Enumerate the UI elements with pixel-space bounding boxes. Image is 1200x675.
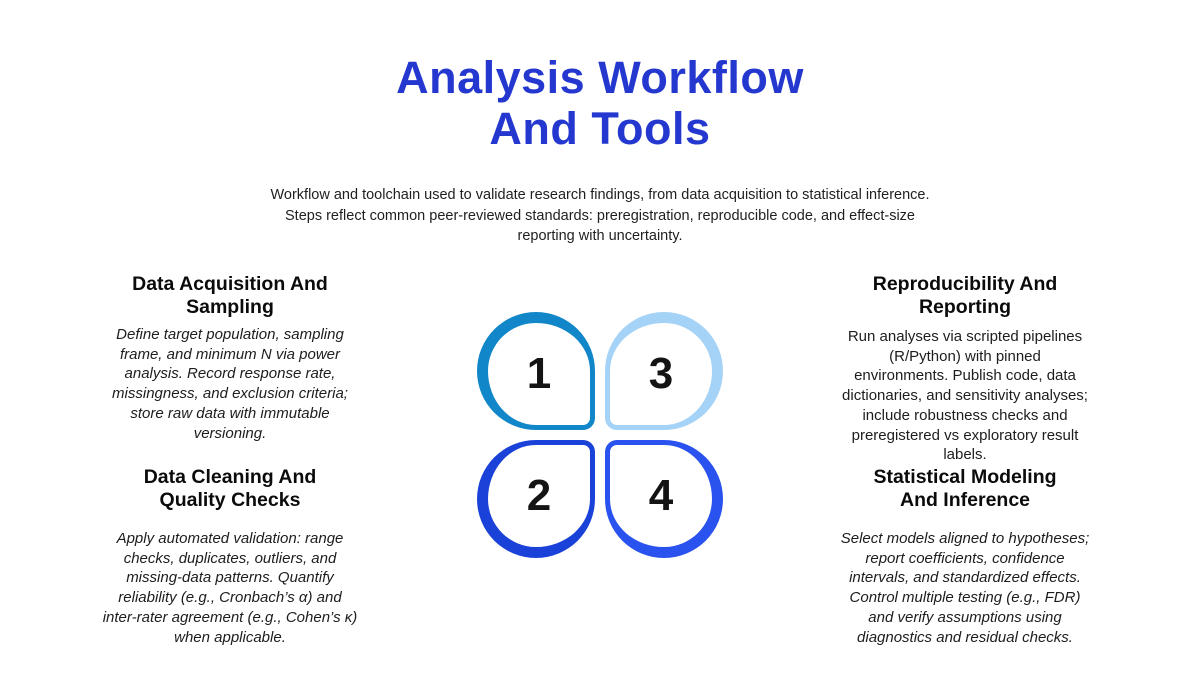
step-3-block: Reproducibility And Reporting Run analys…: [790, 273, 1140, 465]
step-2-heading: Data Cleaning And Quality Checks: [143, 466, 317, 511]
step-2-block: Data Cleaning And Quality Checks Apply a…: [55, 466, 405, 647]
step-1-body: Define target population, sampling frame…: [112, 326, 348, 442]
step-4-body: Select models aligned to hypotheses; rep…: [840, 530, 1090, 646]
step-4-block: Statistical Modeling And Inference Selec…: [790, 466, 1140, 647]
petal-step-2: 2: [477, 440, 595, 558]
step-3-body: Run analyses via scripted pipelines (R/P…: [842, 328, 1088, 464]
step-2-body: Apply automated validation: range checks…: [102, 530, 358, 646]
subtitle: Workflow and toolchain used to validate …: [270, 187, 930, 244]
petal-number-3: 3: [648, 349, 674, 398]
petal-step-4: 4: [605, 440, 723, 558]
step-1-heading: Data Acquisition And Sampling: [132, 273, 328, 318]
petal-number-2: 2: [526, 471, 552, 520]
step-1-block: Data Acquisition And Sampling Define tar…: [55, 273, 405, 443]
step-3-heading: Reproducibility And Reporting: [872, 273, 1058, 318]
page-title: Analysis Workflow And Tools: [396, 52, 804, 154]
petal-step-1: 1: [477, 312, 595, 430]
petal-clover-diagram: 1 3 2 4: [477, 312, 723, 558]
petal-step-3: 3: [605, 312, 723, 430]
petal-number-1: 1: [526, 349, 552, 398]
step-4-heading: Statistical Modeling And Inference: [873, 466, 1057, 511]
petal-number-4: 4: [648, 471, 674, 520]
